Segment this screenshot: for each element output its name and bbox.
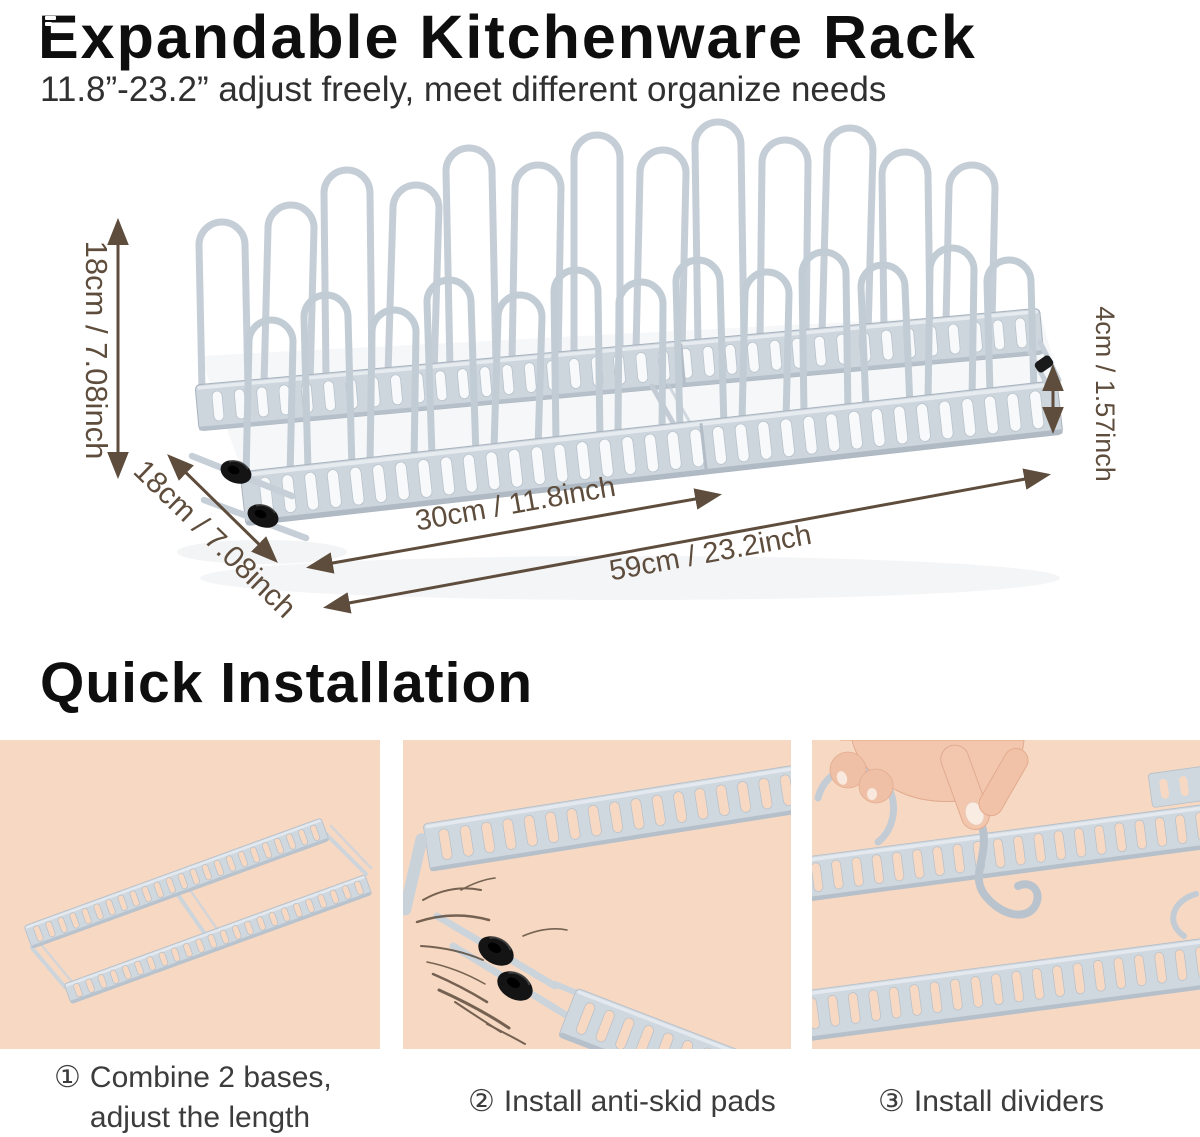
height-dimension: 18cm / 7.08inch [79,217,129,480]
step-3-label: Install dividers [913,1085,1104,1118]
step-1-label-line-1: Combine 2 bases, [89,1061,332,1094]
step-2-illustration-anti-skid-pads [403,763,791,1049]
base-back-rail-closeup [423,763,791,872]
base-frame-illustration [30,824,373,989]
step-1-illustration-combine-bases [24,818,373,1004]
brand-logo-mark [45,9,61,29]
bottom-slotted-rail [812,934,1200,1042]
rail-height-dimension-label: 4cm / 1.57inch [1090,306,1120,482]
index-finger [940,744,990,831]
anti-skid-pad [497,971,533,1001]
step-2-caption: ② Install anti-skid pads [468,1082,776,1122]
step-2-number: ② [468,1085,495,1118]
rack-dimension-diagram: 18cm / 7.08inch 18cm / 7.08inch 4cm / 1.… [79,118,1120,625]
step-3-number: ③ [878,1085,905,1118]
step-2-label: Install anti-skid pads [503,1085,776,1118]
rack-back-dividers [195,118,999,394]
step-3-illustration-install-dividers [812,740,1200,1042]
rail-height-dimension: 4cm / 1.57inch [1042,306,1120,482]
divider-wire-right [1170,891,1199,939]
step-1-label-line-2: adjust the length [89,1100,311,1134]
top-slotted-rail [812,801,1200,902]
corner-post [403,833,428,916]
section-title-quick-installation: Quick Installation [40,651,534,715]
thumb [978,747,1029,817]
hand-illustration [829,740,1029,831]
page-subtitle: 11.8”-23.2” adjust freely, meet differen… [40,70,887,109]
side-rods [433,912,592,1022]
base-front-rail-closeup [559,988,791,1049]
base-back-rail [24,818,329,949]
page-title: Expandable Kitchenware Rack [38,3,977,71]
divider-hook-wire [974,822,1042,919]
step-1-caption: ① Combine 2 bases, adjust the length [54,1058,332,1137]
height-dimension-label: 18cm / 7.08inch [79,241,114,460]
scribble-marks [415,877,568,1045]
step-2-panel [403,740,791,1049]
rack-front-dividers [242,244,1038,481]
step-3-caption: ③ Install dividers [878,1082,1104,1122]
step-1-number: ① [54,1061,81,1094]
anti-skid-pad [478,936,514,966]
rail-stub-top-right [1147,766,1200,808]
step-3-panel [812,740,1200,1049]
step-1-panel [0,740,380,1049]
base-front-rail [64,874,372,1004]
